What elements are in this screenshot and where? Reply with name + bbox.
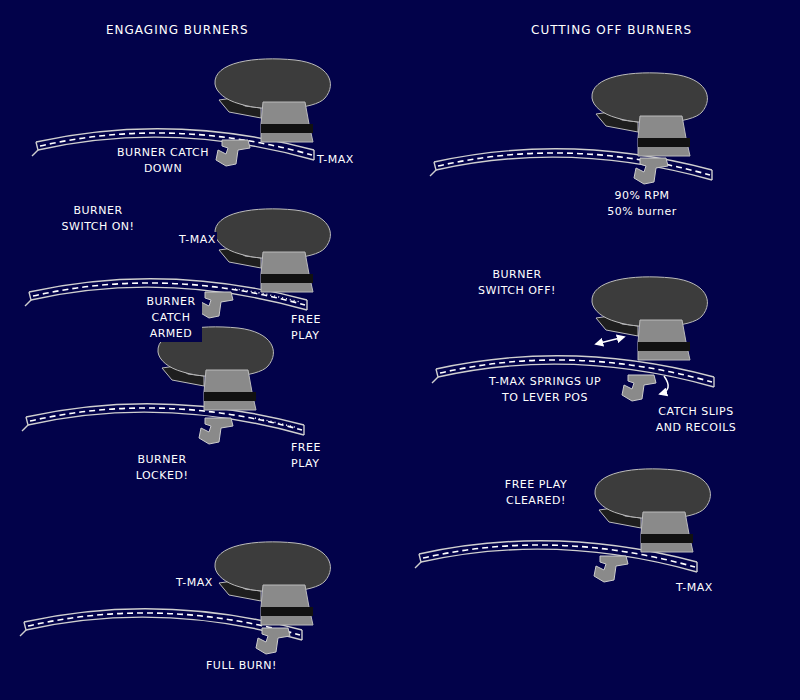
- annotation-label: T-MAX: [178, 232, 217, 248]
- throttle-panel: [430, 73, 712, 184]
- annotation-label: BURNER CATCH DOWN: [112, 145, 214, 177]
- annotation-label: BURNER SWITCH ON!: [52, 203, 144, 235]
- motion-arrow: [596, 337, 624, 344]
- annotation-label: T-MAX: [316, 152, 355, 168]
- section-heading: ENGAGING BURNERS: [105, 22, 250, 39]
- annotation-label: BURNER SWITCH OFF!: [470, 267, 564, 299]
- annotation-label: 90% RPM 50% burner: [600, 188, 684, 220]
- annotation-label: FREE PLAY CLEARED!: [492, 477, 580, 509]
- throttle-panel: [20, 542, 330, 654]
- section-heading: CUTTING OFF BURNERS: [530, 22, 693, 39]
- annotation-label: T-MAX SPRINGS UP TO LEVER POS: [482, 374, 608, 406]
- annotation-label: FREE PLAY: [290, 312, 337, 344]
- annotation-label: BURNER LOCKED!: [120, 452, 204, 484]
- annotation-label: BURNER CATCH ARMED: [140, 294, 202, 342]
- annotation-label: FULL BURN!: [205, 658, 278, 674]
- annotation-label: FREE PLAY: [290, 440, 337, 472]
- recoil-arrow: [660, 376, 668, 394]
- annotation-label: T-MAX: [175, 575, 214, 591]
- throttle-panel: [22, 327, 304, 444]
- annotation-label: T-MAX: [675, 580, 714, 596]
- annotation-label: CATCH SLIPS AND RECOILS: [645, 404, 747, 436]
- throttle-panel: [415, 469, 710, 582]
